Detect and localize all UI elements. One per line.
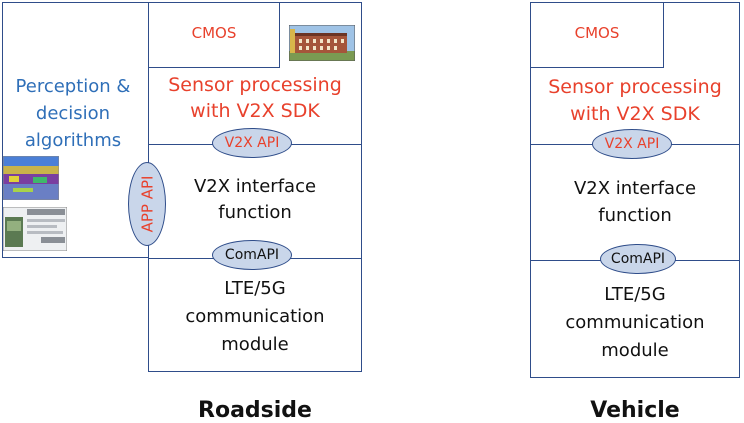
perception-dashboard-thumbnail [3, 207, 67, 251]
vehicle-com-api-oval: ComAPI [600, 244, 676, 274]
perception-line-2: decision [35, 103, 111, 124]
roadside-comm-line-1: LTE/5G [224, 278, 286, 299]
vehicle-comm-line-2: communication [565, 312, 705, 333]
roadside-sensor-line-1: Sensor processing [168, 74, 342, 96]
roadside-cmos-label: CMOS [191, 24, 237, 42]
vehicle-cmos-box [530, 2, 664, 68]
roadside-com-api-oval: ComAPI [212, 240, 292, 270]
building-photo-thumbnail [289, 25, 355, 61]
vehicle-comm-line-3: module [601, 340, 669, 361]
app-api-oval: APP API [128, 162, 166, 246]
roadside-cmos-box [148, 2, 280, 68]
vehicle-comm-line-1: LTE/5G [604, 284, 666, 305]
perception-line-1: Perception & [15, 76, 131, 97]
vehicle-interface-line-2: function [598, 205, 672, 226]
vehicle-sensor-line-1: Sensor processing [548, 76, 722, 98]
vehicle-interface-line-1: V2X interface [573, 178, 697, 199]
app-api-label: APP API [138, 175, 157, 233]
roadside-comm-line-3: module [221, 334, 289, 355]
vehicle-v2x-api-oval: V2X API [592, 129, 672, 159]
vehicle-sensor-line-2: with V2X SDK [570, 103, 700, 125]
roadside-comm-line-2: communication [185, 306, 325, 327]
vehicle-cmos-label: CMOS [574, 24, 620, 42]
perception-heatmap-thumbnail [3, 156, 59, 200]
perception-line-3: algorithms [24, 130, 122, 151]
roadside-label: Roadside [198, 398, 312, 423]
vehicle-comm-block [530, 260, 740, 378]
vehicle-interface-block [530, 144, 740, 262]
roadside-v2x-api-oval: V2X API [212, 128, 292, 158]
roadside-interface-line-2: function [218, 202, 292, 223]
vehicle-label: Vehicle [590, 398, 680, 423]
roadside-interface-line-1: V2X interface [193, 176, 317, 197]
roadside-sensor-line-2: with V2X SDK [190, 100, 320, 122]
